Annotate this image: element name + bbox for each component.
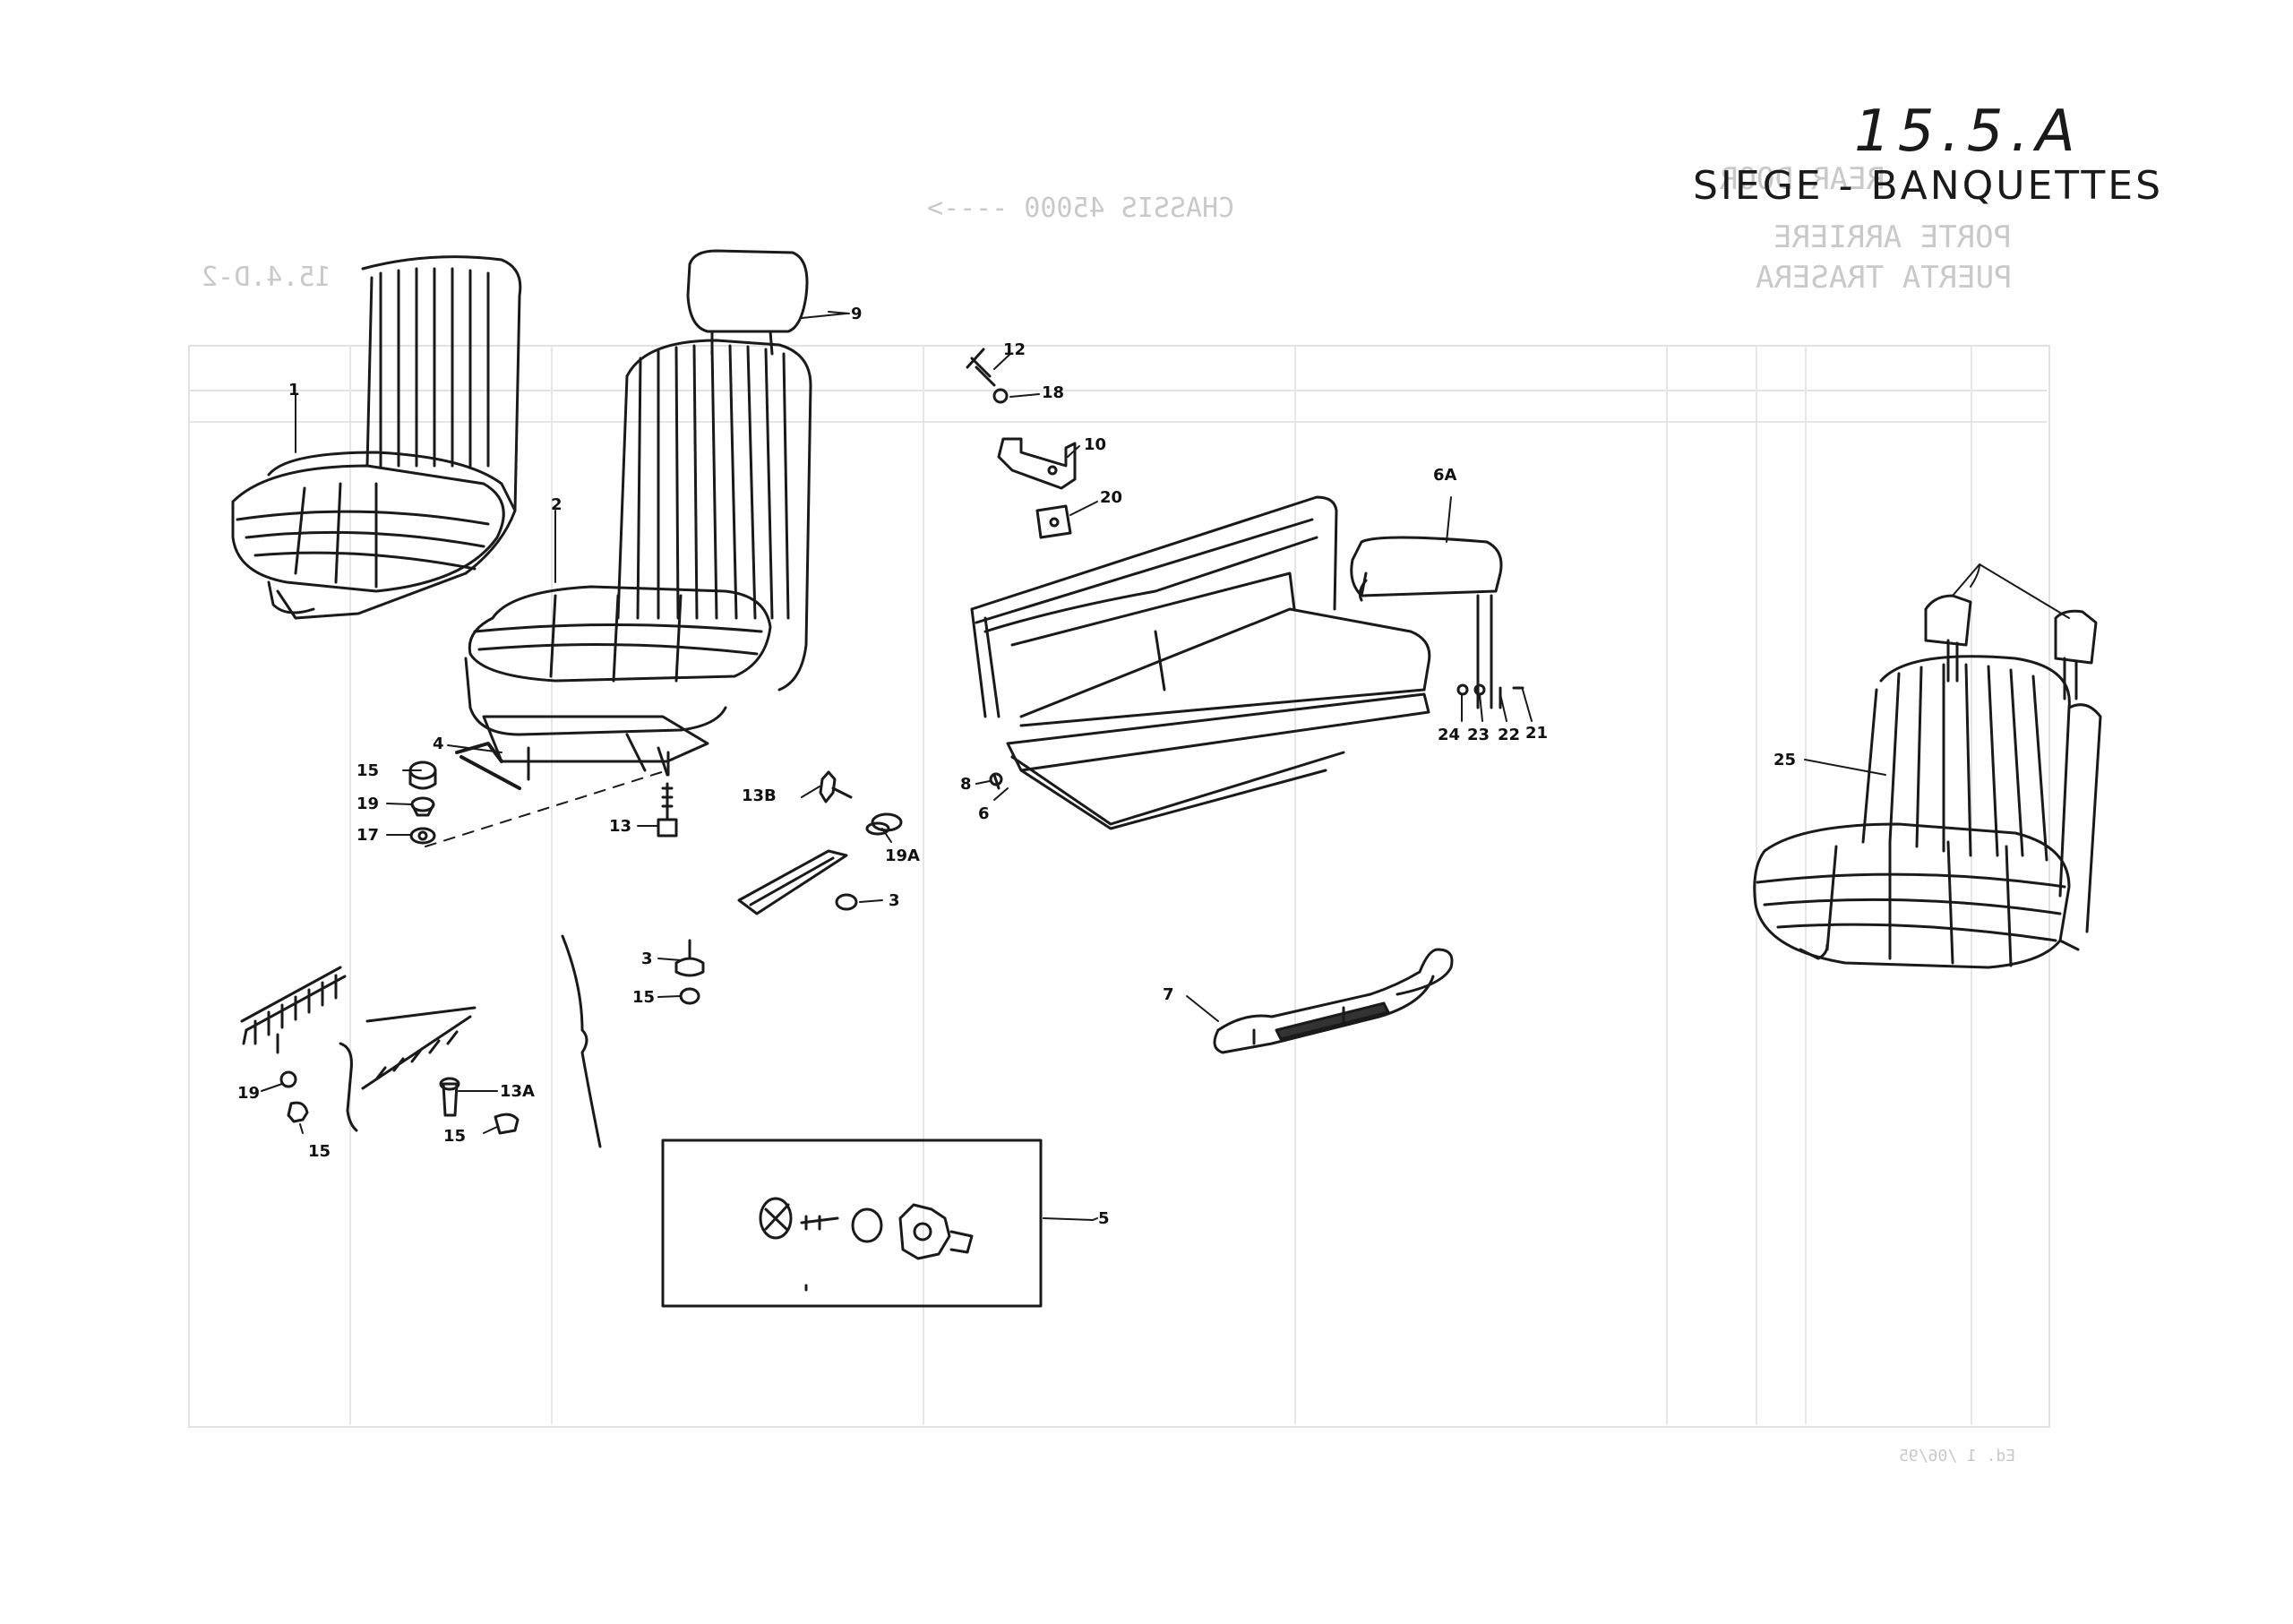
bleed-through-column xyxy=(1756,345,1757,1424)
callout-label: 4 xyxy=(433,735,444,753)
callout-label: 1 xyxy=(288,381,300,400)
bleed-through-column xyxy=(349,345,351,1424)
callout-label: 2 xyxy=(551,495,563,514)
callout-label: 24 xyxy=(1438,726,1461,744)
callout-label: 5 xyxy=(1098,1209,1110,1228)
callout-label: 9 xyxy=(851,305,863,323)
callout-label: 15 xyxy=(632,988,656,1007)
bleed-through-table xyxy=(188,345,2050,1428)
callout-label: 13B xyxy=(742,786,777,805)
callout-label: 19 xyxy=(356,795,380,813)
callout-label: 8 xyxy=(960,775,972,794)
bleed-through-column xyxy=(923,345,924,1424)
callout-label: 15 xyxy=(308,1142,331,1161)
callout-label: 23 xyxy=(1467,726,1490,744)
callout-label: 22 xyxy=(1498,726,1521,744)
page-title: SIEGE - BANQUETTES xyxy=(1693,163,2164,209)
front-seat-25 xyxy=(1753,594,2102,969)
callout-label: 17 xyxy=(356,826,380,845)
bleed-through-column xyxy=(1805,345,1807,1424)
callout-leaders xyxy=(261,311,2070,1221)
callout-label: 3 xyxy=(889,891,900,910)
callout-label: 10 xyxy=(1084,435,1107,454)
seat-rail xyxy=(561,934,602,1148)
callout-label: 13 xyxy=(609,817,632,836)
callout-label: 20 xyxy=(1100,488,1123,507)
callout-label: 18 xyxy=(1042,383,1065,402)
front-seat-2 xyxy=(455,249,812,790)
armrest xyxy=(1213,948,1454,1054)
callout-label: 3 xyxy=(641,949,653,968)
front-seat-1 xyxy=(231,255,522,620)
fasteners-left xyxy=(408,751,678,847)
callout-label: 19A xyxy=(885,846,920,865)
recliner-knob-kit xyxy=(661,1139,1094,1308)
callout-label: 25 xyxy=(1773,751,1797,769)
bleed-through-rule xyxy=(188,421,2047,423)
callout-label: 7 xyxy=(1163,985,1174,1004)
page-number: 15.5.A xyxy=(1854,99,2083,165)
rear-headrest xyxy=(1350,536,1524,709)
detail-recliner-left xyxy=(240,966,520,1135)
bleed-through-column xyxy=(1666,345,1668,1424)
callout-label: 21 xyxy=(1525,724,1549,743)
bleed-through-column xyxy=(1971,345,1972,1424)
callout-label: 15 xyxy=(356,761,380,780)
callout-label: 12 xyxy=(1003,340,1026,359)
callout-label: 6A xyxy=(1433,466,1457,485)
rear-bench-seat xyxy=(970,495,1431,830)
bleed-through-column xyxy=(1294,345,1296,1424)
callout-label: 13A xyxy=(500,1082,535,1101)
callout-label: 19 xyxy=(237,1084,261,1103)
bleed-through-column xyxy=(551,345,553,1424)
bleed-through-rule xyxy=(188,390,2047,391)
callout-label: 15 xyxy=(443,1127,467,1146)
callout-label: 6 xyxy=(978,804,990,823)
fasteners-middle xyxy=(674,348,1077,1005)
